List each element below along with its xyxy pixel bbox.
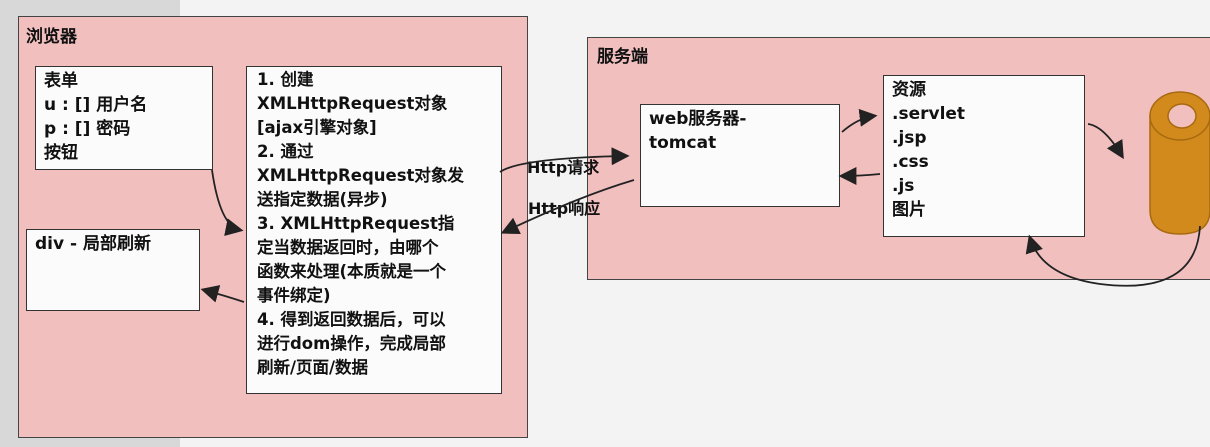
form-line: 按钮 — [44, 143, 78, 163]
server-title: 服务端 — [597, 47, 648, 67]
step-line: 送指定数据(异步) — [257, 190, 388, 209]
http-request-label: Http请求 — [527, 158, 600, 177]
form-to-steps-arrow — [211, 169, 244, 236]
resource-line: .css — [892, 152, 929, 172]
resource-line: .servlet — [892, 104, 966, 124]
form-line: p : [] 密码 — [44, 119, 131, 139]
div-refresh-label: div - 局部刷新 — [35, 234, 151, 254]
steps-to-div-arrow — [200, 285, 245, 303]
form-line: 表单 — [44, 71, 78, 91]
web-server-box: web服务器- tomcat — [640, 104, 840, 207]
step-line: 3. XMLHttpRequest指 — [257, 214, 455, 233]
step-line: 2. 通过 — [257, 142, 314, 161]
http-request-arrow — [499, 147, 630, 173]
form-box: 表单 u : [] 用户名 p : [] 密码 按钮 — [35, 66, 213, 170]
server-to-resources-arrow — [841, 108, 878, 133]
database-icon — [1149, 91, 1210, 235]
step-line: [ajax引擎对象] — [257, 118, 377, 137]
form-line: u : [] 用户名 — [44, 95, 148, 115]
resource-line: 资源 — [892, 80, 926, 100]
db-to-resources-arrow — [1025, 225, 1201, 287]
resources-to-server-arrow — [838, 166, 881, 185]
web-server-line: tomcat — [649, 133, 717, 153]
div-refresh-box: div - 局部刷新 — [26, 229, 200, 311]
step-line: XMLHttpRequest对象发 — [257, 166, 464, 185]
step-line: 事件绑定) — [257, 286, 331, 305]
step-line: 进行dom操作，完成局部 — [257, 334, 446, 353]
step-line: 函数来处理(本质就是一个 — [257, 262, 447, 281]
step-line: 1. 创建 — [257, 70, 314, 89]
ajax-steps-box: 1. 创建 XMLHttpRequest对象 [ajax引擎对象] 2. 通过 … — [246, 66, 502, 394]
browser-title: 浏览器 — [26, 27, 77, 47]
step-line: 刷新/页面/数据 — [257, 358, 369, 377]
web-server-line: web服务器- — [649, 109, 747, 129]
resource-line: .jsp — [892, 128, 927, 148]
http-response-arrow — [500, 179, 635, 234]
resource-line: .js — [892, 176, 915, 196]
resources-box: 资源 .servlet .jsp .css .js 图片 — [883, 75, 1085, 237]
step-line: 定当数据返回时，由哪个 — [257, 238, 439, 257]
step-line: XMLHttpRequest对象 — [257, 94, 448, 113]
resource-line: 图片 — [892, 200, 926, 220]
step-line: 4. 得到返回数据后，可以 — [257, 310, 446, 329]
resources-to-db-arrow — [1087, 123, 1124, 160]
